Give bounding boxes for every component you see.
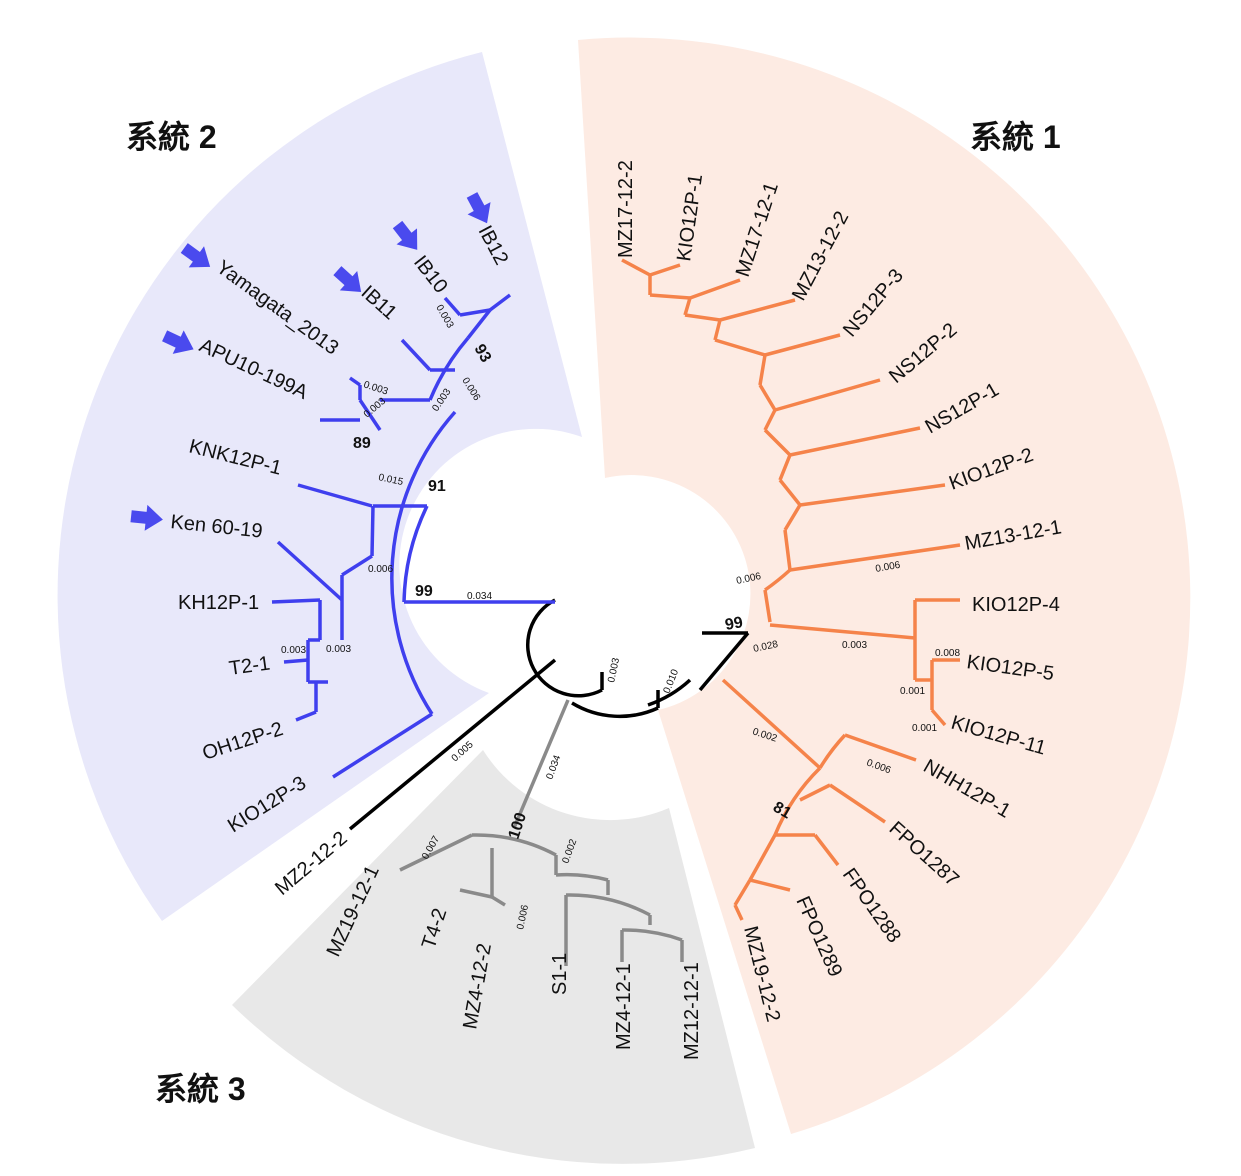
tip-label: MZ17-12-2 — [615, 160, 637, 258]
lineage-3-branches — [399, 699, 684, 966]
tip-label-outgroup: MZ2-12-2 — [271, 827, 352, 900]
bootstrap-l2-93: 93 — [471, 342, 495, 366]
bootstrap-l2-root: 99 — [415, 583, 433, 600]
tip-label: S1-1 — [549, 953, 571, 995]
lineage-2-branches — [271, 293, 555, 779]
lineage-1-sector — [578, 37, 1191, 1134]
tip-label: MZ4-12-1 — [613, 963, 635, 1050]
blen-l1-stem: 0.028 — [752, 639, 779, 655]
lineage-2-label: 系統 2 — [126, 119, 217, 155]
blen-l3-c: 0.006 — [515, 903, 531, 930]
lineage-3-label: 系統 3 — [155, 1071, 246, 1107]
tree-center — [463, 498, 647, 682]
lineage-1-label: 系統 1 — [970, 119, 1061, 155]
bootstrap-l1-root: 99 — [724, 614, 745, 634]
bootstrap-l2-91: 91 — [428, 478, 446, 495]
blen-l2-d: 0.003 — [281, 645, 306, 656]
blen-l2-c: 0.003 — [326, 644, 351, 655]
blen-l1-e: 0.001 — [900, 686, 925, 697]
blen-root-l2: 0.034 — [467, 591, 492, 602]
blen-l1-b: 0.006 — [875, 560, 902, 575]
tip-label: KIO12P-4 — [972, 594, 1060, 616]
lineage-2-sector — [57, 52, 583, 921]
tip-label: KH12P-1 — [178, 592, 259, 614]
blen-l1-a: 0.006 — [735, 571, 762, 587]
blen-l2-a: 0.015 — [377, 472, 404, 488]
blen-l2-b: 0.006 — [368, 564, 393, 575]
lineage-1-branches — [621, 258, 961, 921]
blen-l1-f: 0.001 — [912, 723, 937, 734]
blen-l1-c: 0.003 — [842, 640, 867, 651]
blen-root-inner: 0.003 — [606, 656, 622, 683]
root-branches — [348, 598, 750, 831]
bootstrap-l1-fpo: 81 — [770, 799, 794, 823]
bootstrap-l2-89: 89 — [353, 435, 371, 452]
blen-l3-stem: 0.034 — [544, 753, 563, 781]
tip-label: MZ12-12-1 — [681, 962, 703, 1060]
blen-l1-d: 0.008 — [935, 648, 960, 659]
lineage-3-sector — [232, 750, 755, 1164]
